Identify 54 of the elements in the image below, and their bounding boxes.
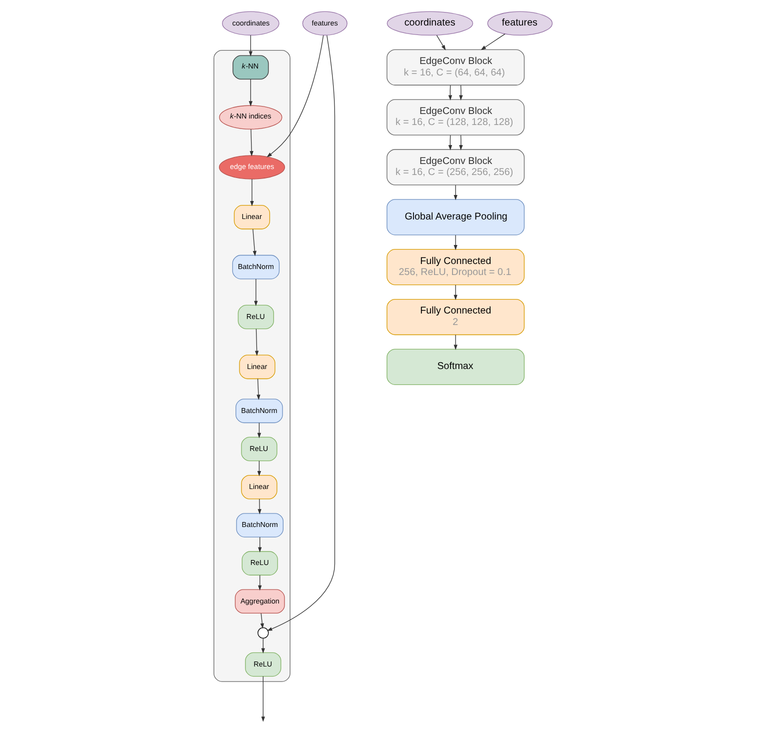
arrow xyxy=(266,35,324,158)
node-box: EdgeConv Block k = 16, C = (128, 128, 128) xyxy=(386,99,524,136)
node-box: Fully Connected 256, ReLU, Dropout = 0.1 xyxy=(386,249,524,286)
node-box: Softmax xyxy=(386,348,524,385)
node-ellipse: k-NN indices xyxy=(218,105,282,130)
arrow xyxy=(254,328,258,356)
arrow xyxy=(448,134,452,150)
arrow xyxy=(448,85,452,100)
node-box: ReLU xyxy=(241,551,278,576)
node-box: BatchNorm xyxy=(236,513,283,538)
node-box: EdgeConv Block k = 16, C = (256, 256, 256) xyxy=(386,149,524,186)
arrow xyxy=(260,612,264,629)
arrow xyxy=(248,79,252,106)
node-ellipse: coordinates xyxy=(222,11,279,36)
arrow xyxy=(260,638,264,654)
arrow xyxy=(458,85,462,100)
node-ellipse: features xyxy=(302,11,347,36)
node-box: ReLU xyxy=(244,652,281,677)
arrow xyxy=(250,178,254,206)
arrow xyxy=(257,498,261,514)
node-box: ReLU xyxy=(237,304,274,330)
node-box: BatchNorm xyxy=(235,398,282,424)
node-box: EdgeConv Block k = 16, C = (64, 64, 64) xyxy=(386,49,524,86)
node-box: Linear xyxy=(238,354,275,380)
node-box: Global Average Pooling xyxy=(386,199,524,236)
node-box: Fully Connected 2 xyxy=(386,298,524,336)
arrow xyxy=(256,460,261,476)
arrow xyxy=(252,228,256,256)
arrow xyxy=(258,574,262,591)
arrow xyxy=(254,278,258,306)
node-box: Aggregation xyxy=(234,589,284,614)
node-circle xyxy=(257,627,268,639)
arrow xyxy=(248,34,252,56)
arrow xyxy=(260,676,264,722)
node-ellipse: coordinates xyxy=(386,11,473,36)
arrow xyxy=(480,34,505,50)
node-box: BatchNorm xyxy=(232,254,280,280)
arrow xyxy=(256,378,260,400)
arrow xyxy=(453,234,457,250)
arrow xyxy=(453,284,457,300)
node-box: ReLU xyxy=(240,436,277,462)
node-box: Linear xyxy=(240,474,277,500)
node-ellipse: features xyxy=(486,11,552,36)
node-box: Linear xyxy=(233,205,270,230)
node-box: k-NN xyxy=(232,55,268,80)
arrow xyxy=(453,184,457,200)
arrow xyxy=(458,134,462,150)
arrow xyxy=(453,334,457,350)
node-ellipse: edge features xyxy=(218,155,285,180)
arrow xyxy=(266,35,335,631)
arrow xyxy=(249,128,253,156)
arrow xyxy=(436,34,446,50)
arrow xyxy=(256,422,261,438)
arrow xyxy=(258,536,262,552)
